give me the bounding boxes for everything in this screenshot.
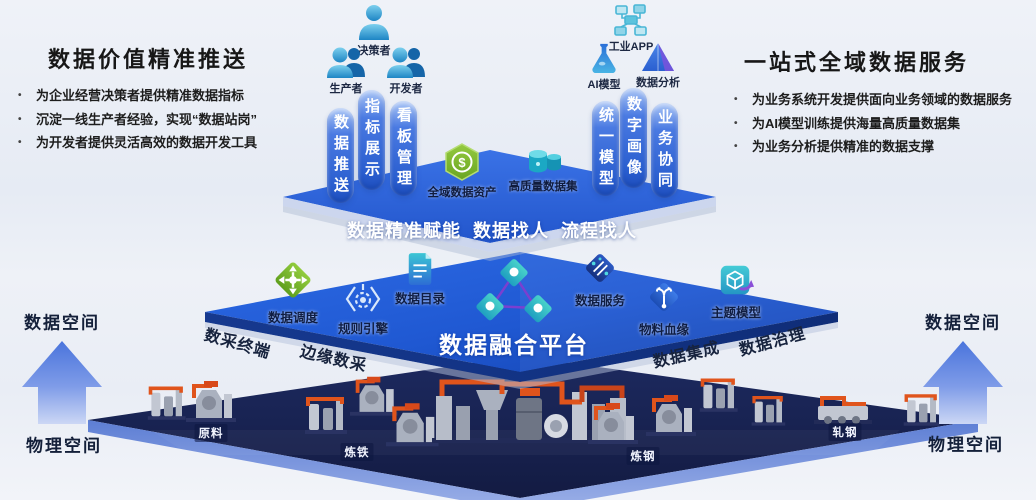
stage-steel-rolling: 轧钢 <box>828 423 862 441</box>
module-label: 物料血缘 <box>638 323 689 337</box>
right-bullet-2: 为AI模型训练提供海量高质量数据集 <box>732 112 1012 136</box>
module-scheduling: 数据调度 <box>264 255 322 326</box>
cube-model-icon <box>720 265 755 295</box>
right-panel-title: 一站式全域数据服务 <box>744 50 970 75</box>
data-space-label-right: 数据空间 <box>925 313 1001 333</box>
flowchart-icon <box>614 4 647 36</box>
asset-label: 全域数据资产 <box>427 187 497 199</box>
right-bullet-3: 为业务分析提供精准的数据支撑 <box>732 135 1012 159</box>
pill-dashboard-mgmt: 看板管理 <box>390 101 417 196</box>
left-bullet-3: 为开发者提供灵活高效的数据开发工具 <box>16 131 257 155</box>
actor-label: 生产者 <box>329 83 363 95</box>
prism-icon <box>642 43 674 71</box>
up-arrow-right <box>923 341 1003 424</box>
module-catalog: 数据目录 <box>394 252 446 307</box>
module-label: 数据调度 <box>267 311 318 325</box>
stage-raw-material: 原料 <box>194 424 228 442</box>
module-rule-engine: 规则引擎 <box>334 280 392 337</box>
physical-space-label-left: 物理空间 <box>26 436 102 456</box>
pill-digital-portrait: 数字画像 <box>620 88 647 188</box>
actor-producer: 生产者 <box>322 46 370 96</box>
lineage-diamond-icon <box>650 283 678 311</box>
module-label: 主题模型 <box>710 306 761 320</box>
people-icon <box>387 47 425 78</box>
dataset-item: 高质量数据集 <box>509 148 578 194</box>
module-label: 数据目录 <box>394 292 445 306</box>
right-panel-bullets: 为业务系统开发提供面向业务领域的数据服务 为AI模型训练提供海量高质量数据集 为… <box>732 88 1012 159</box>
flask-icon <box>592 43 616 74</box>
fusion-network-icon <box>466 258 562 335</box>
pill-indicator-display: 指标展示 <box>358 90 385 190</box>
stage-steel-making: 炼钢 <box>626 447 660 465</box>
app-data-analysis: 数据分析 <box>632 42 684 90</box>
pill-unified-model: 统一模型 <box>592 101 619 196</box>
actor-developer: 开发者 <box>382 46 430 96</box>
left-bullet-2: 沉淀一线生产者经验，实现“数据站岗” <box>16 108 257 132</box>
app-ai-model: AI模型 <box>582 42 626 92</box>
left-panel-bullets: 为企业经营决策者提供精准数据指标 沉淀一线生产者经验，实现“数据站岗” 为开发者… <box>16 84 257 155</box>
database-icon <box>529 150 561 173</box>
currency-symbol: $ <box>458 155 466 170</box>
actor-decision-maker: 决策者 <box>352 4 396 58</box>
scheduler-diamond-icon <box>275 262 311 298</box>
asset-item: $ 全域数据资产 <box>428 142 497 200</box>
actor-label: 决策者 <box>357 45 391 57</box>
module-label: 规则引擎 <box>337 322 388 336</box>
app-label: 工业APP <box>608 41 654 53</box>
document-icon <box>408 253 432 285</box>
person-icon <box>359 5 389 40</box>
left-panel-title: 数据价值精准推送 <box>48 47 249 72</box>
app-industrial: 工业APP <box>606 4 656 54</box>
app-label: 数据分析 <box>636 77 680 89</box>
asset-platform-front-text: 数据精准赋能 数据找人 流程找人 <box>346 221 638 241</box>
stage-iron-smelting: 炼铁 <box>340 443 374 461</box>
module-topic-model: 主题模型 <box>706 262 766 321</box>
physical-space-label-right: 物理空间 <box>928 435 1004 455</box>
right-bullet-1: 为业务系统开发提供面向业务领域的数据服务 <box>732 88 1012 112</box>
pill-data-push: 数据推送 <box>327 108 354 203</box>
left-bullet-1: 为企业经营决策者提供精准数据指标 <box>16 84 257 108</box>
fusion-platform-title: 数据融合平台 <box>439 332 589 358</box>
app-label: AI模型 <box>587 79 621 91</box>
dollar-hexagon-icon: $ <box>445 143 479 181</box>
module-services: 数据服务 <box>572 248 628 309</box>
data-space-label-left: 数据空间 <box>24 313 100 333</box>
up-arrow-left <box>22 341 102 424</box>
dataset-label: 高质量数据集 <box>508 181 578 193</box>
people-icon <box>327 47 365 78</box>
actor-label: 开发者 <box>389 83 423 95</box>
rule-engine-icon <box>345 284 381 312</box>
fusion-platform-shape <box>205 252 838 389</box>
module-lineage: 物料血缘 <box>636 277 692 338</box>
pill-business-collab: 业务协同 <box>651 103 678 198</box>
module-label: 数据服务 <box>574 294 625 308</box>
data-service-diamond-icon <box>586 254 614 282</box>
